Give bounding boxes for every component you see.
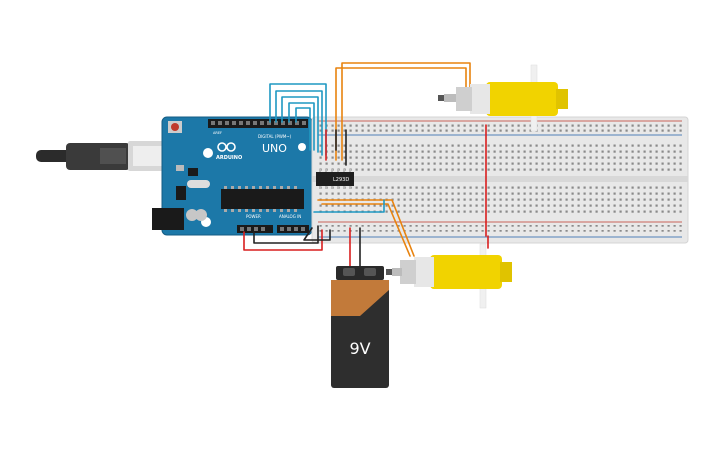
- crystal: [187, 180, 210, 188]
- atmega-chip: [221, 189, 304, 209]
- chip-label: L293D: [333, 177, 349, 183]
- dc-power-jack: [152, 208, 184, 230]
- wire-black[interactable]: [303, 227, 331, 241]
- wire-blue[interactable]: [281, 96, 319, 153]
- l293d-chip[interactable]: L293D: [316, 169, 354, 189]
- battery-9v[interactable]: 9V: [331, 266, 389, 388]
- reset-button[interactable]: [168, 121, 182, 133]
- wire-orange[interactable]: [335, 67, 467, 161]
- brand-label: ARDUINO: [216, 155, 242, 161]
- wire-blue[interactable]: [269, 83, 327, 156]
- mount-hole: [203, 148, 213, 158]
- wire-blue[interactable]: [313, 199, 385, 213]
- arduino-logo: [217, 142, 236, 152]
- analog-header-label: ANALOG IN: [279, 214, 301, 219]
- wire-orange[interactable]: [321, 203, 411, 257]
- digital-header-label: DIGITAL (PWM~): [258, 134, 292, 139]
- arduino-board[interactable]: AREF DIGITAL (PWM~) ARDUINO UNO: [152, 116, 313, 236]
- dc-motor-top[interactable]: [438, 64, 568, 132]
- wires[interactable]: [243, 62, 489, 267]
- voltage-regulator: [176, 186, 186, 200]
- battery-label: 9V: [349, 339, 370, 358]
- capacitor: [195, 209, 207, 221]
- wire-black[interactable]: [253, 225, 319, 244]
- digital-header: [208, 119, 308, 128]
- model-label: UNO: [262, 142, 287, 155]
- usb-cable: [36, 141, 174, 171]
- dc-motor-bottom[interactable]: [386, 243, 512, 309]
- mount-hole: [298, 143, 306, 151]
- capacitor: [186, 209, 198, 221]
- center-channel: [312, 176, 688, 182]
- wire-orange[interactable]: [317, 199, 415, 257]
- aref-label: AREF: [213, 131, 222, 135]
- wire-blue[interactable]: [275, 90, 323, 156]
- analog-header: [277, 225, 309, 233]
- wire-blue[interactable]: [295, 107, 311, 151]
- wire-orange[interactable]: [341, 62, 471, 161]
- power-header-label: POWER: [246, 214, 261, 219]
- wire-blue[interactable]: [288, 102, 315, 151]
- breadboard[interactable]: [311, 116, 689, 244]
